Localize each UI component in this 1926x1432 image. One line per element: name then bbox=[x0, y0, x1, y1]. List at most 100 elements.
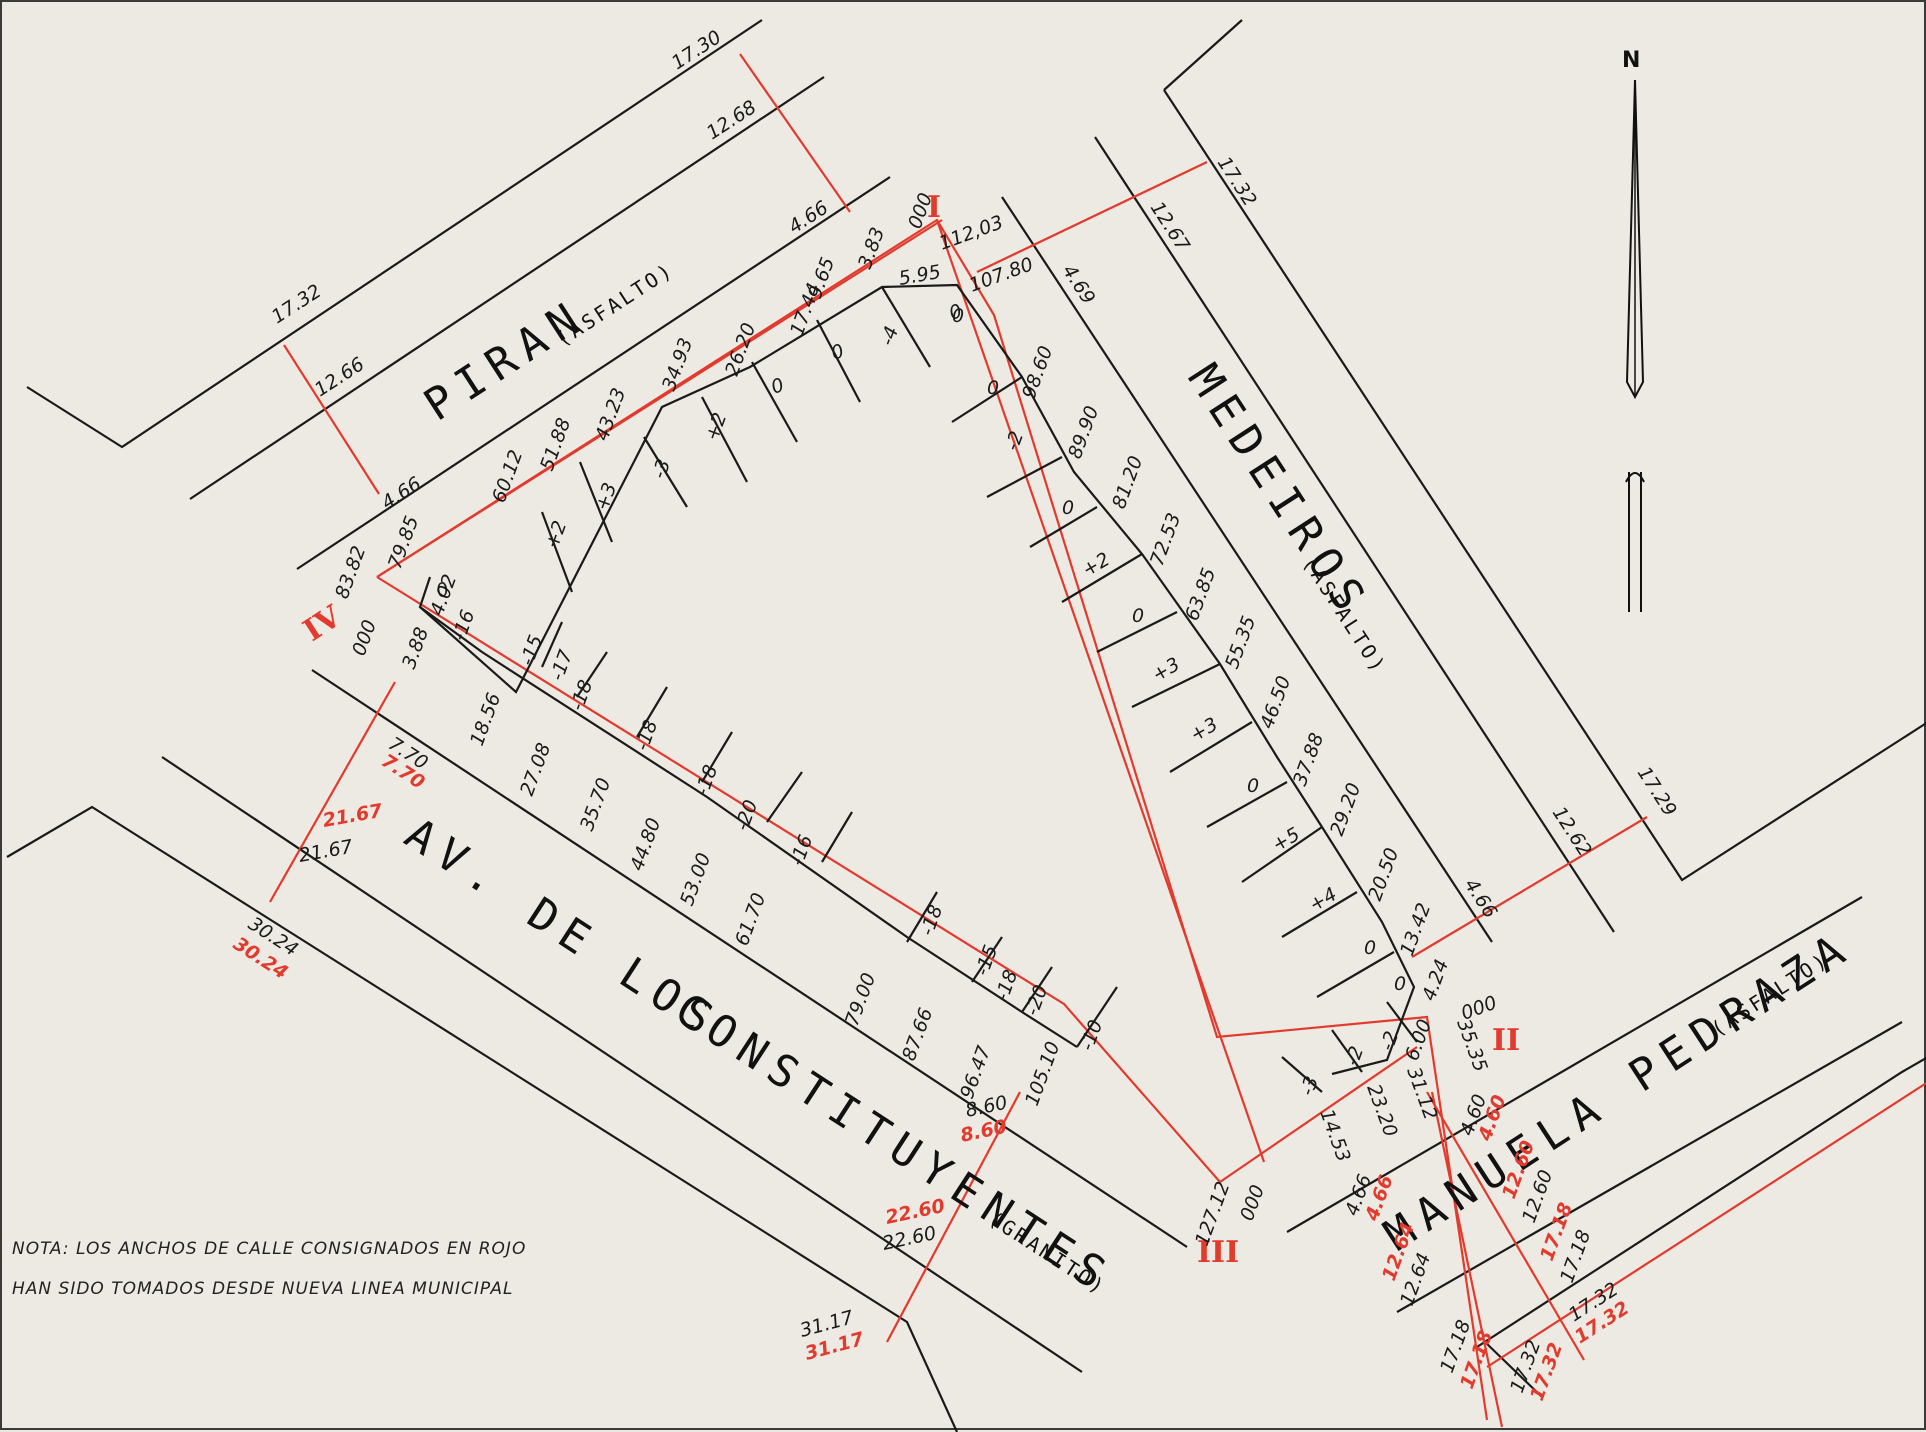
width-label: 17.30 bbox=[668, 26, 726, 74]
tick-const-6 bbox=[821, 811, 853, 863]
north-arrow-tail bbox=[1625, 472, 1645, 612]
chainage-label: 79.00 bbox=[841, 970, 880, 1029]
chainage-label: 27.08 bbox=[516, 740, 555, 799]
offset-label: 0 bbox=[1394, 973, 1406, 995]
chainage-label: 105.10 bbox=[1021, 1039, 1064, 1109]
red-width-const-e bbox=[886, 1091, 1021, 1343]
chainage-label: 34.93 bbox=[658, 335, 697, 394]
chainage-label: 3.83 bbox=[854, 224, 889, 271]
tick-med-10 bbox=[1281, 891, 1358, 938]
offset-label: 0 bbox=[1364, 937, 1376, 959]
municipal-lines bbox=[269, 53, 1926, 1428]
block-lines bbox=[6, 19, 1926, 1432]
offset-label: -15 bbox=[971, 942, 1002, 979]
tick-med-3 bbox=[1029, 506, 1098, 548]
chainage-label: 55.35 bbox=[1221, 613, 1260, 672]
const-line-a bbox=[311, 669, 1188, 1248]
tick-piran-3 bbox=[643, 436, 688, 508]
offset-label: +5 bbox=[1269, 823, 1304, 856]
chainage-label: 14.53 bbox=[1315, 1106, 1354, 1165]
offset-label: +4 bbox=[1306, 883, 1341, 916]
chainage-label: 000 bbox=[1236, 1182, 1269, 1224]
offset-label: -17 bbox=[546, 647, 577, 684]
width-label: 4.66 bbox=[378, 473, 425, 514]
tick-const-8 bbox=[971, 936, 1003, 983]
tick-med-6 bbox=[1131, 663, 1221, 708]
chainage-label: 72.53 bbox=[1146, 510, 1185, 569]
red-piran-line bbox=[376, 219, 943, 578]
chainage-label: 37.88 bbox=[1289, 730, 1328, 789]
red-pedraza-south bbox=[1486, 1081, 1926, 1368]
offset-label: -4 bbox=[876, 323, 903, 348]
chainage-label: 81.20 bbox=[1108, 453, 1147, 512]
existing-building-line bbox=[418, 283, 1416, 1076]
vertex-iii: III bbox=[1197, 1235, 1239, 1270]
const-building-line bbox=[419, 606, 1078, 1048]
street-name-piran: PIRAN bbox=[415, 289, 596, 431]
tick-const-5 bbox=[766, 771, 803, 823]
tick-piran-6 bbox=[816, 319, 861, 403]
lot-red-south bbox=[376, 576, 1221, 1183]
red-width-piran-e bbox=[739, 53, 851, 213]
piran-line-a bbox=[189, 76, 825, 500]
tick-med-1 bbox=[951, 376, 1023, 423]
offset-label: 0 bbox=[1132, 605, 1144, 627]
pedraza-line-b bbox=[1396, 1021, 1903, 1313]
chainage-label: 4.24 bbox=[1418, 956, 1453, 1003]
chainage-label: 46.50 bbox=[1256, 673, 1295, 732]
chainage-label: 4.02 bbox=[426, 571, 461, 618]
tick-piran-1 bbox=[540, 511, 574, 593]
north-arrow: N bbox=[1622, 48, 1645, 612]
tick-med-5 bbox=[1096, 611, 1178, 653]
red-width-ped-e bbox=[1426, 1091, 1585, 1361]
note-line-2: HAN SIDO TOMADOS DESDE NUEVA LINEA MUNIC… bbox=[12, 1279, 513, 1299]
width-label: 12.62 bbox=[1548, 803, 1596, 861]
chainage-label: 63.85 bbox=[1181, 565, 1220, 624]
tick-med-9 bbox=[1241, 826, 1323, 883]
chainage-label: 20.50 bbox=[1364, 845, 1403, 904]
offset-label: 0 bbox=[952, 305, 964, 327]
medeiros-east-block-edge bbox=[1163, 89, 1926, 882]
width-label-red: 22.60 bbox=[883, 1195, 946, 1229]
chainage-label: 98.60 bbox=[1018, 343, 1057, 402]
offset-label: -3 bbox=[648, 456, 675, 481]
lot-red-east bbox=[376, 218, 1489, 1421]
offset-label: +2 bbox=[1079, 548, 1114, 581]
chainage-label: 35.35 bbox=[1452, 1016, 1491, 1075]
chainage-label: 26.20 bbox=[721, 320, 760, 379]
red-corner-i-iii bbox=[935, 219, 1266, 1163]
offset-label: -18 bbox=[631, 717, 662, 754]
chainage-label: 3.88 bbox=[398, 624, 433, 671]
width-label: 17.29 bbox=[1633, 763, 1681, 821]
chainage-label: 79.85 bbox=[384, 513, 423, 572]
tick-ped-3 bbox=[1386, 1001, 1418, 1043]
offset-label: -2 bbox=[1376, 1028, 1403, 1053]
offset-label: -16 bbox=[786, 832, 817, 869]
tick-const-2 bbox=[576, 651, 608, 698]
tick-med-11 bbox=[1316, 951, 1395, 998]
offset-label: -18 bbox=[691, 762, 722, 799]
chainage-label: 44.80 bbox=[626, 815, 665, 874]
red-width-piran-w bbox=[283, 344, 380, 495]
medeiros-line-a bbox=[1094, 136, 1615, 933]
chainage-label: 17.44 bbox=[786, 280, 825, 339]
offset-label: -3 bbox=[1296, 1073, 1323, 1098]
tick-ped-1 bbox=[1281, 1056, 1323, 1093]
medeiros-ne-stub bbox=[1163, 19, 1243, 91]
red-width-med-s bbox=[1411, 816, 1648, 958]
piran-north-block-edge bbox=[26, 19, 763, 449]
tick-piran-5 bbox=[751, 361, 798, 443]
chainage-label: 51.88 bbox=[536, 415, 575, 474]
chainage-label: 60.12 bbox=[488, 447, 527, 506]
offset-label: +3 bbox=[1187, 713, 1222, 746]
width-label-red: 8.60 bbox=[958, 1116, 1008, 1147]
const-south-block-edge bbox=[6, 805, 959, 1432]
offset-label: 0 bbox=[828, 340, 847, 365]
chainage-label: 89.90 bbox=[1064, 403, 1103, 462]
pedraza-line-a bbox=[1286, 896, 1863, 1233]
chainage-label: 13.42 bbox=[1396, 900, 1435, 959]
tick-med-8 bbox=[1206, 781, 1288, 828]
chainage-label: 23.20 bbox=[1362, 1081, 1401, 1140]
